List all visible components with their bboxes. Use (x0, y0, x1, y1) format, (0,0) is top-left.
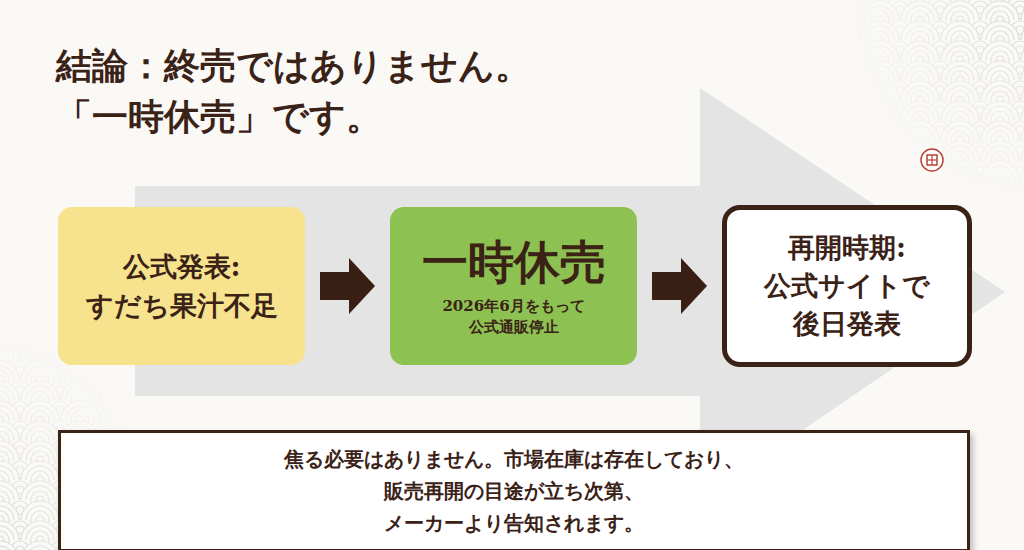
note-shadow (58, 430, 970, 550)
seal-icon (921, 149, 943, 171)
flow-arrow (652, 258, 707, 314)
box-label: 焦る必要はありません。市場在庫は存在しており、 販売再開の目途が立ち次第、メーカ… (268, 443, 760, 539)
note-box: 焦る必要はありません。市場在庫は存在しており、 販売再開の目途が立ち次第、メーカ… (58, 430, 970, 550)
wave-pattern (840, 0, 1024, 210)
resume-box: 再開時期: 公式サイトで 後日発表 (722, 205, 972, 367)
box-label: 再開時期: 公式サイトで 後日発表 (763, 229, 930, 342)
box-subtext: 2026年6月をもって 公式通販停止 (435, 296, 593, 337)
flow-arrow (320, 258, 375, 314)
diagram-title: 結論：終売ではありません。 「一時休売」です。 (56, 40, 560, 142)
announcement-box: 公式発表: すだち果汁不足 (58, 207, 305, 365)
status-box: 一時休売 2026年6月をもって 公式通販停止 (390, 207, 637, 365)
box-label: 公式発表: すだち果汁不足 (80, 247, 283, 325)
box-label: 一時休売 (422, 235, 606, 290)
